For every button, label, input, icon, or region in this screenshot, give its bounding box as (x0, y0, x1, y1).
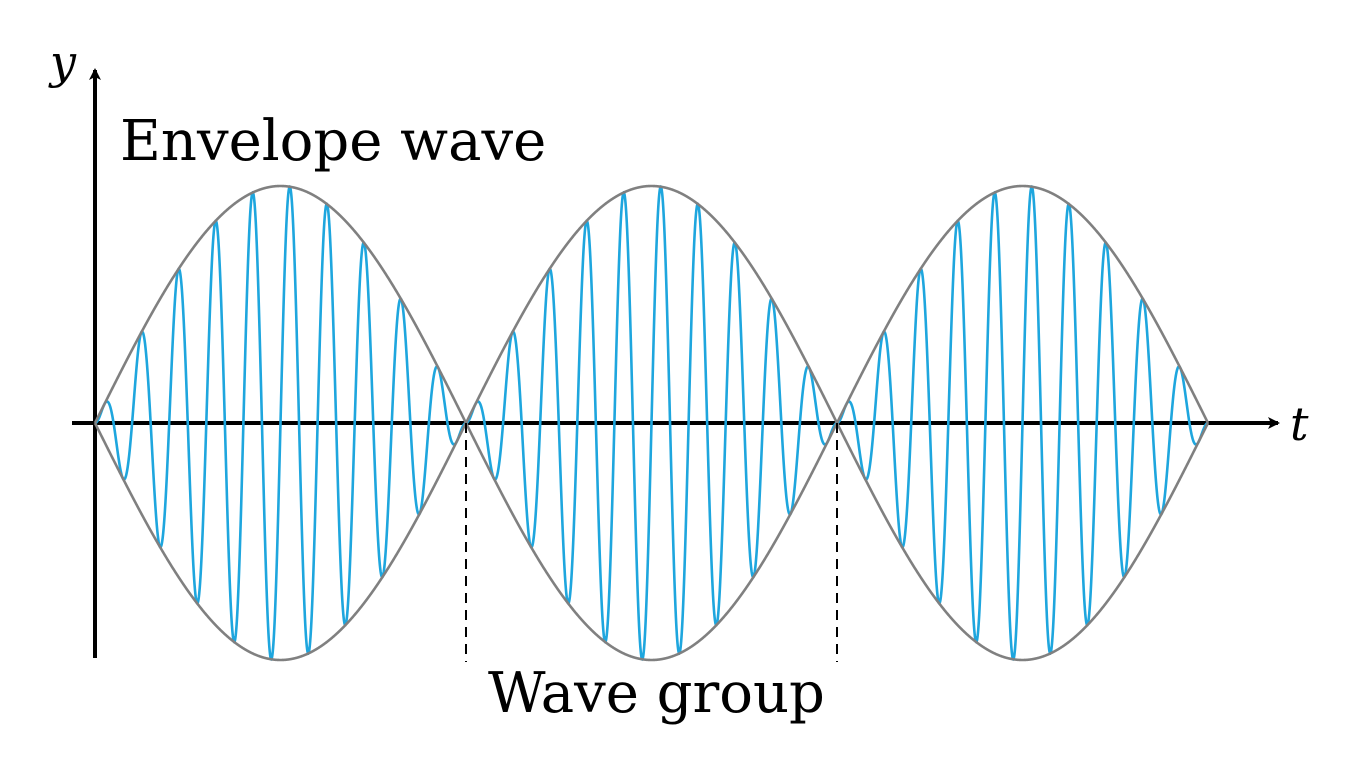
envelope-upper (93, 184, 1210, 426)
y-axis-label: y (48, 35, 77, 89)
x-axis-label: t (1290, 397, 1309, 451)
wave-group-label: Wave group (488, 661, 825, 726)
envelope-wave-label: Envelope wave (120, 109, 546, 174)
carrier-wave (94, 184, 1209, 662)
envelope-lower (93, 420, 1210, 662)
